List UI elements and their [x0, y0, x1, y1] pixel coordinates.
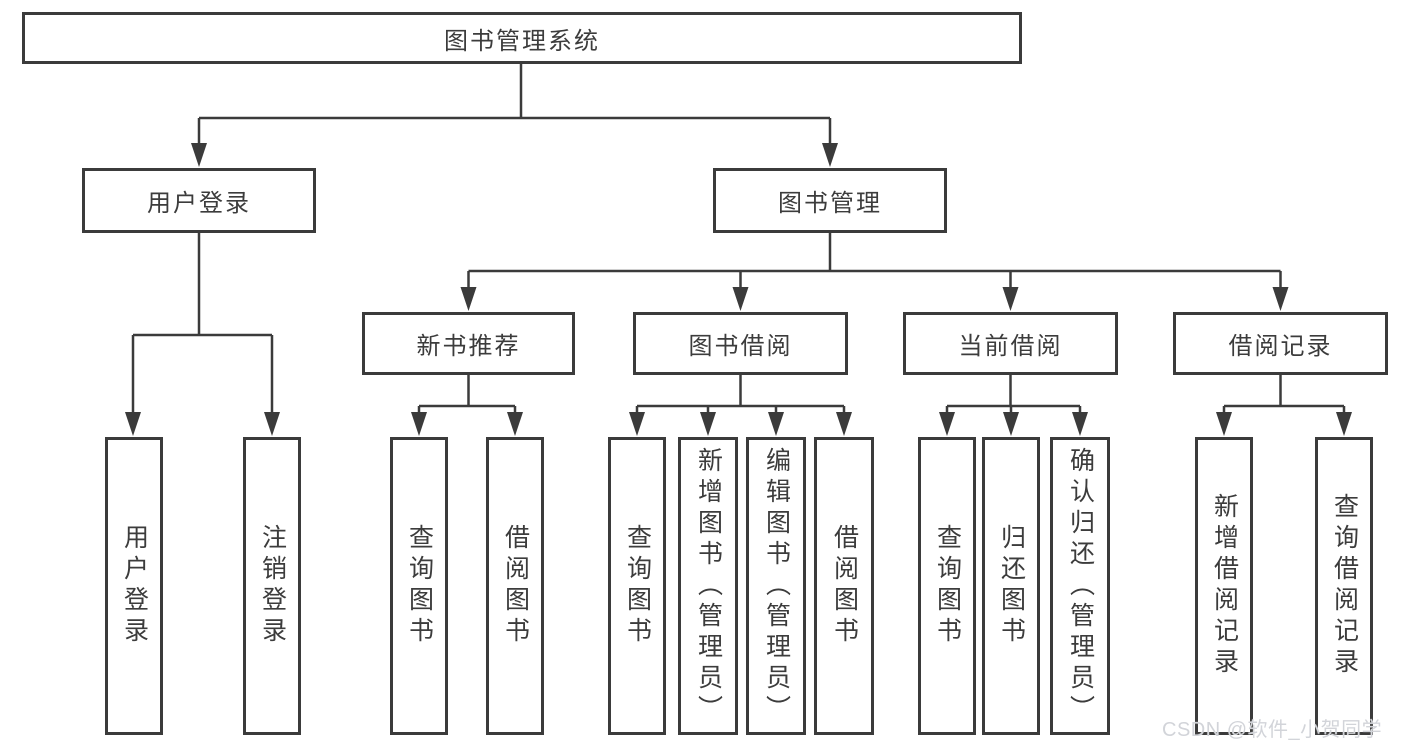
leaf-confirm-return-admin: 确认归还（管理员） [1050, 437, 1110, 735]
node-label: 注销登录 [258, 524, 287, 648]
node-new-book-recommendation: 新书推荐 [362, 312, 575, 375]
node-label: 图书管理 [778, 190, 882, 217]
node-book-management: 图书管理 [713, 168, 947, 233]
leaf-query-books: 查询图书 [390, 437, 448, 735]
leaf-query-books: 查询图书 [608, 437, 666, 735]
node-label: 图书管理系统 [444, 27, 600, 55]
leaf-logout: 注销登录 [243, 437, 301, 735]
csdn-watermark: CSDN @软件_小贺同学 [1162, 719, 1383, 741]
node-label: 编辑图书（管理员） [762, 446, 791, 726]
node-label: 用户登录 [147, 190, 251, 217]
node-user-login: 用户登录 [82, 168, 316, 233]
node-label: 用户登录 [120, 524, 149, 648]
node-label: 新增图书（管理员） [694, 446, 723, 726]
leaf-edit-books-admin: 编辑图书（管理员） [746, 437, 806, 735]
edge-root-to-level2 [197, 64, 832, 146]
node-library-management-system: 图书管理系统 [22, 12, 1022, 64]
edge-userlogin-to-leaves [131, 233, 274, 415]
node-label: 确认归还（管理员） [1066, 446, 1095, 726]
edge-records-to-leaves [1222, 375, 1346, 416]
node-current-borrowing: 当前借阅 [903, 312, 1118, 375]
node-label: 借阅记录 [1228, 333, 1333, 360]
leaf-return-books: 归还图书 [982, 437, 1040, 735]
leaf-query-borrow-record: 查询借阅记录 [1315, 437, 1373, 735]
edge-borrowing-to-leaves [635, 375, 846, 416]
edge-current-to-leaves [945, 375, 1082, 416]
edge-bookmgmt-to-level3 [467, 233, 1282, 290]
leaf-borrow-books: 借阅图书 [814, 437, 874, 735]
node-label: 查询图书 [623, 524, 652, 648]
node-label: 当前借阅 [958, 333, 1063, 360]
node-label: 查询图书 [405, 524, 434, 648]
node-label: 新增借阅记录 [1210, 493, 1239, 679]
leaf-add-books-admin: 新增图书（管理员） [678, 437, 738, 735]
leaf-add-borrow-record: 新增借阅记录 [1195, 437, 1253, 735]
leaf-query-books: 查询图书 [918, 437, 976, 735]
node-label: 归还图书 [997, 524, 1026, 648]
arrowheads [125, 143, 1352, 436]
node-label: 查询借阅记录 [1330, 493, 1359, 679]
node-book-borrowing: 图书借阅 [633, 312, 848, 375]
leaf-user-login: 用户登录 [105, 437, 163, 735]
node-label: 新书推荐 [416, 333, 521, 360]
node-borrowing-records: 借阅记录 [1173, 312, 1388, 375]
leaf-borrow-books: 借阅图书 [486, 437, 544, 735]
node-label: 查询图书 [933, 524, 962, 648]
node-label: 借阅图书 [501, 524, 530, 648]
node-label: 借阅图书 [830, 524, 859, 648]
node-label: 图书借阅 [688, 333, 793, 360]
edge-newbooks-to-leaves [417, 375, 517, 416]
